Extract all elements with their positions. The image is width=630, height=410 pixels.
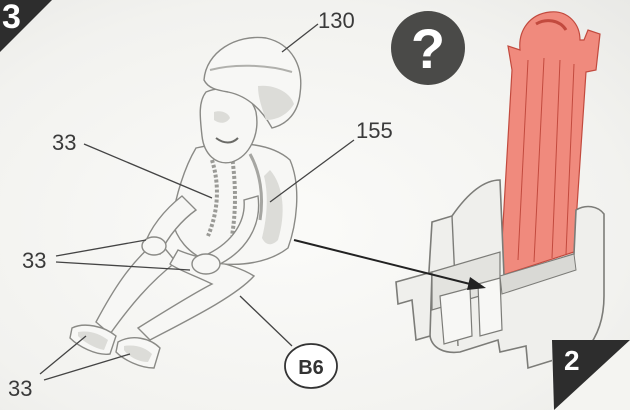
part-ref-badge: B6: [285, 344, 337, 388]
leader-boot-right: [44, 354, 130, 380]
step-number: 3: [2, 0, 21, 36]
callout-chest: 33: [52, 130, 76, 155]
callout-hands: 33: [22, 248, 46, 273]
question-symbol: ?: [411, 17, 445, 80]
leader-hand-left: [56, 240, 146, 256]
question-icon: ?: [391, 11, 465, 85]
leader-b6: [240, 296, 292, 346]
pilot-figure: [70, 37, 301, 368]
callout-body: 155: [356, 118, 393, 143]
step-tab: 3: [0, 0, 52, 52]
callout-feet: 33: [8, 376, 32, 401]
leader-helmet: [282, 24, 318, 52]
sub-step-tab: 2: [552, 340, 630, 410]
sub-step-number: 2: [564, 345, 580, 376]
callout-helmet: 130: [318, 8, 355, 33]
part-ref-label: B6: [298, 357, 324, 379]
leader-boot-left: [40, 336, 86, 374]
